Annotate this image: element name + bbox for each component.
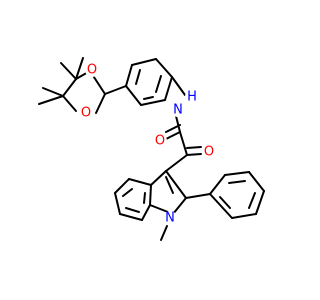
atom-label-layer: O O N H O O N [79, 63, 216, 226]
bond [155, 75, 162, 93]
nitrogen-label: N [165, 211, 175, 226]
bond [248, 171, 265, 192]
bond [95, 93, 106, 114]
bond [131, 58, 157, 66]
bond [143, 96, 154, 100]
bond [165, 154, 188, 172]
bond [125, 85, 142, 106]
bond [171, 76, 186, 96]
bond [228, 180, 246, 184]
label-background [171, 103, 185, 117]
bond [140, 99, 166, 106]
label-background [153, 134, 167, 148]
bond [135, 69, 141, 85]
bond [160, 225, 168, 241]
bond [179, 131, 188, 156]
label-background [185, 90, 199, 104]
bond [209, 193, 233, 219]
bond [75, 57, 84, 80]
bond [175, 115, 181, 133]
oxygen-label: O [87, 63, 97, 78]
bond [104, 85, 127, 95]
bond [149, 184, 152, 206]
bond [128, 178, 152, 186]
bond [186, 146, 202, 149]
bond [164, 76, 173, 101]
bond [125, 207, 140, 213]
bond [185, 193, 211, 199]
oxygen-label: O [81, 106, 91, 121]
label-background [79, 106, 93, 120]
bond [165, 131, 181, 140]
bond [248, 192, 256, 209]
bond [122, 188, 133, 197]
bond [224, 171, 250, 176]
hydrogen-label: H [187, 90, 197, 105]
label-background [202, 145, 216, 159]
bond [119, 213, 143, 221]
bond [219, 196, 231, 209]
bond [165, 176, 174, 194]
bond [165, 170, 187, 199]
bond [150, 170, 167, 186]
bond [114, 192, 121, 215]
bond [155, 58, 173, 78]
bond [172, 197, 187, 215]
bond [231, 213, 257, 219]
bond [42, 87, 64, 97]
bond [114, 178, 130, 194]
structure-canvas: O O N H O O N [38, 57, 265, 241]
bond [62, 95, 77, 112]
bond [186, 153, 202, 156]
bond [62, 78, 77, 97]
bond [143, 192, 146, 204]
bond [165, 124, 181, 133]
label-background [163, 211, 177, 225]
oxygen-label: O [155, 134, 165, 149]
label-background [85, 63, 99, 77]
bond-layer [38, 57, 265, 241]
oxygen-label: O [204, 145, 214, 160]
bond [255, 190, 265, 215]
bond [38, 95, 64, 105]
bond [60, 62, 77, 80]
bond [125, 64, 133, 87]
molecule-diagram: O O N H O O N [38, 57, 265, 241]
bond [141, 204, 151, 221]
bond [209, 174, 226, 195]
nitrogen-label: N [173, 103, 183, 118]
